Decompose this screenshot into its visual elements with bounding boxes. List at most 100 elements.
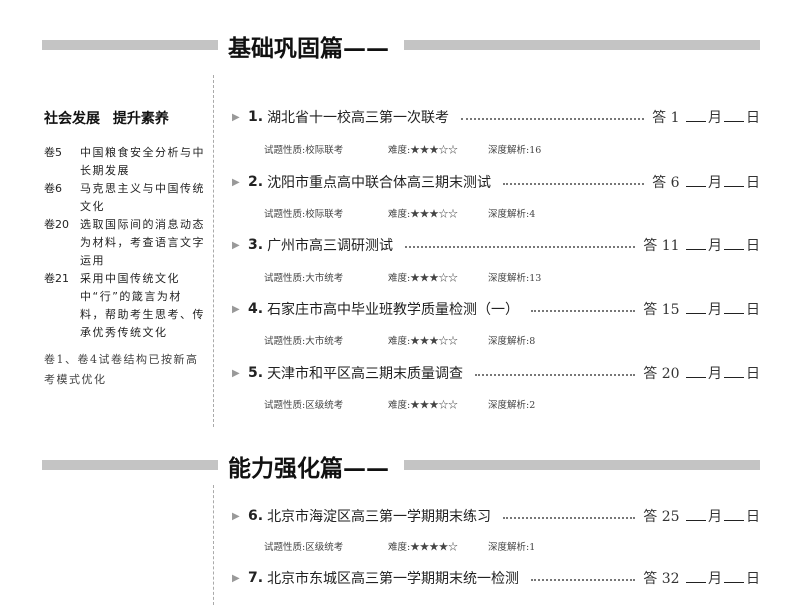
difficulty: 难度:★★★☆☆ [388,400,458,411]
paper-desc: 采用中国传统文化中“行”的箴言为材料，帮助考生思考、传承优秀传统文化 [80,272,205,339]
month-blank[interactable] [686,121,706,122]
triangle-bullet-icon: ▶ [232,367,240,379]
day-blank[interactable] [724,582,744,583]
toc-item[interactable]: ▶ 4. 石家庄市高中毕业班教学质量检测（一） 答 15 月 日 [232,299,760,319]
page-number: 20 [661,366,680,382]
answer-ref: 答 1 月日 [652,107,760,127]
day-blank[interactable] [724,249,744,250]
triangle-bullet-icon: ▶ [232,510,240,522]
page-number: 25 [661,509,680,525]
answer-ref: 答 6 月 日 [652,172,760,192]
month-blank[interactable] [686,249,706,250]
paper-key: 卷21 [44,272,69,285]
page-number: 15 [661,302,680,318]
item-number: 1. [248,109,264,125]
dot-leader [475,374,636,376]
triangle-bullet-icon: ▶ [232,303,240,315]
day-label: 日 [746,509,760,525]
exam-type: 试题性质:区级统考 [264,542,344,553]
section-title: 基础巩固篇—— [228,35,389,62]
month-blank[interactable] [686,377,706,378]
item-title: 北京市海淀区高三第一学期期末练习 [267,509,492,525]
paper-key: 卷20 [44,218,69,231]
month-label: 月 [708,175,722,191]
item-number: 2. [248,174,264,190]
analysis-page: 深度解析:1 [488,542,536,553]
day-label: 日 [746,571,760,587]
answer-ref: 答 25 月 日 [643,506,760,526]
day-label: 日 [746,175,760,191]
month-blank[interactable] [686,186,706,187]
day-label: 日 [746,110,760,126]
day-blank[interactable] [724,313,744,314]
section-bar-left [42,40,218,50]
month-blank[interactable] [686,520,706,521]
triangle-bullet-icon: ▶ [232,239,240,251]
month-label: 月 [708,571,722,587]
analysis-page: 深度解析:2 [488,400,536,411]
exam-type: 试题性质:大市统考 [264,273,344,284]
item-title: 沈阳市重点高中联合体高三期末测试 [267,175,492,191]
item-meta: 试题性质:区级统考 难度:★★★☆☆ 深度解析:2 [264,397,535,411]
month-blank[interactable] [686,313,706,314]
paper-desc: 马克思主义与中国传统文化 [80,182,205,213]
toc-item[interactable]: ▶ 6. 北京市海淀区高三第一学期期末练习 答 25 月 日 [232,506,760,526]
page-number: 32 [661,571,680,587]
answer-label: 答 [643,366,658,382]
sidebar-heading: 社会发展 提升素养 [44,111,169,127]
answer-label: 答 [643,509,658,525]
triangle-bullet-icon: ▶ [232,111,240,123]
exam-type: 试题性质:校际联考 [264,145,344,156]
day-label: 日 [746,302,760,318]
triangle-bullet-icon: ▶ [232,572,240,584]
dot-leader [405,246,636,248]
day-label: 日 [746,366,760,382]
paper-desc: 选取国际间的消息动态为材料，考查语言文字运用 [80,218,205,267]
exam-type: 试题性质:大市统考 [264,336,344,347]
dot-leader [503,517,636,519]
toc-item[interactable]: ▶ 7. 北京市东城区高三第一学期期末统一检测 答 32 月日 [232,568,760,588]
item-title: 北京市东城区高三第一学期期末统一检测 [267,571,520,587]
day-blank[interactable] [724,520,744,521]
item-meta: 试题性质:区级统考 难度:★★★★☆ 深度解析:1 [264,539,535,553]
item-number: 6. [248,508,264,524]
month-label: 月 [708,302,722,318]
month-label: 月 [708,509,722,525]
triangle-bullet-icon: ▶ [232,176,240,188]
item-meta: 试题性质:大市统考 难度:★★★☆☆ 深度解析:13 [264,270,541,284]
page-number: 6 [670,175,680,191]
answer-label: 答 [643,238,658,254]
section-title: 能力强化篇—— [228,455,389,482]
item-title: 天津市和平区高三期末质量调查 [267,366,464,382]
toc-item[interactable]: ▶ 1. 湖北省十一校高三第一次联考 答 1 月日 [232,107,760,127]
answer-label: 答 [643,302,658,318]
sidebar-note: 卷1、卷4试卷结构已按新高考模式优化 [44,353,199,386]
item-number: 3. [248,237,264,253]
page-number: 11 [661,238,680,254]
toc-item[interactable]: ▶ 3. 广州市高三调研测试 答 11 月日 [232,235,760,255]
answer-label: 答 [652,110,667,126]
answer-label: 答 [652,175,667,191]
answer-ref: 答 20 月日 [643,363,760,383]
section-bar-right [404,460,760,470]
answer-ref: 答 32 月日 [643,568,760,588]
day-blank[interactable] [724,121,744,122]
month-label: 月 [708,238,722,254]
difficulty: 难度:★★★★☆ [388,542,458,553]
day-blank[interactable] [724,186,744,187]
toc-item[interactable]: ▶ 2. 沈阳市重点高中联合体高三期末测试 答 6 月 日 [232,172,760,192]
day-label: 日 [746,238,760,254]
difficulty: 难度:★★★☆☆ [388,273,458,284]
month-label: 月 [708,110,722,126]
item-title: 石家庄市高中毕业班教学质量检测（一） [267,302,520,318]
item-number: 4. [248,301,264,317]
analysis-page: 深度解析:13 [488,273,542,284]
dot-leader [461,118,645,120]
day-blank[interactable] [724,377,744,378]
month-blank[interactable] [686,582,706,583]
dot-leader [531,579,636,581]
exam-type: 试题性质:区级统考 [264,400,344,411]
toc-item[interactable]: ▶ 5. 天津市和平区高三期末质量调查 答 20 月日 [232,363,760,383]
item-meta: 试题性质:校际联考难度:★★★☆☆深度解析:4 [264,206,535,220]
